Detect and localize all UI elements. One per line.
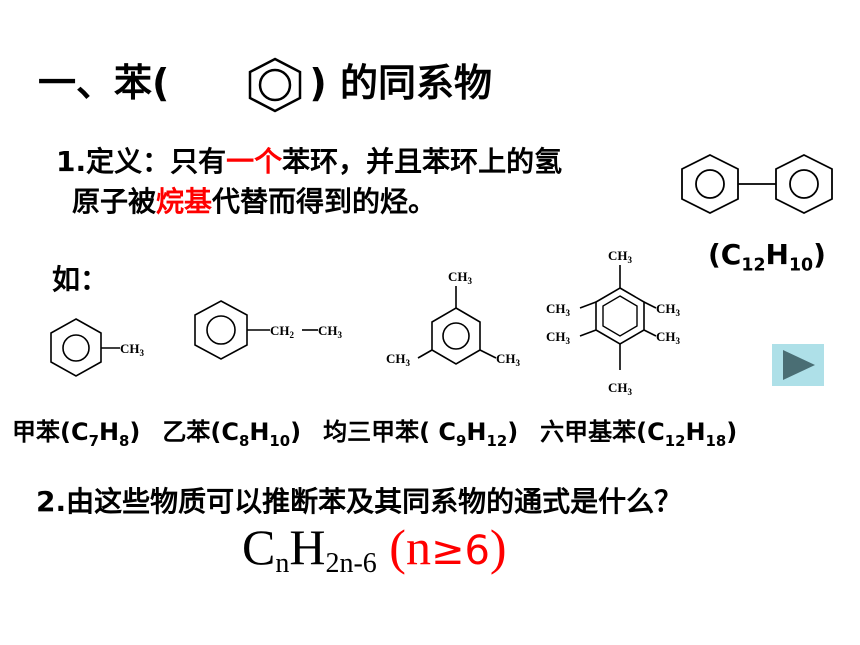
methyl-label: CH3 xyxy=(656,301,681,318)
compound-h: H xyxy=(249,418,270,446)
methyl-label: CH3 xyxy=(120,341,145,358)
compound-names: 甲苯(C7H8)乙苯(C8H10)均三甲苯( C9H12)六甲基苯(C12H18… xyxy=(12,412,737,450)
definition-line-1: 1.定义：只有一个苯环，并且苯环上的氢 xyxy=(56,142,562,182)
compound-mesitylene: 均三甲苯( C9H12) xyxy=(323,418,519,450)
compound-c-sub: 7 xyxy=(88,431,99,450)
compound-h-sub: 10 xyxy=(269,431,291,450)
methyl-label: CH3 xyxy=(386,351,411,368)
compound-h-sub: 8 xyxy=(119,431,130,450)
methyl-label: CH3 xyxy=(318,323,343,340)
highlight-alkyl: 烷基 xyxy=(156,185,213,218)
benzene-ring-icon xyxy=(248,57,302,113)
compound-h-sub: 18 xyxy=(705,431,727,450)
methylene-label: CH2 xyxy=(270,323,295,340)
title-suffix: ) 的同系物 xyxy=(309,61,492,105)
definition-text-d: 代替而得到的烃。 xyxy=(212,185,437,218)
condition-open: (n xyxy=(376,519,431,575)
formula-c-sub: n xyxy=(275,548,290,579)
definition-text: 1.定义：只有一个苯环，并且苯环上的氢 原子被烷基代替而得到的烃。 xyxy=(56,142,562,222)
mesitylene-structure: CH3 CH3 CH3 xyxy=(386,269,521,368)
toluene-structure: CH3 xyxy=(50,318,145,377)
definition-text-a: 定义：只有 xyxy=(86,145,227,178)
compound-ethylbenzene: 乙苯(C8H10) xyxy=(162,418,302,450)
ethylbenzene-structure: CH2 CH3 xyxy=(194,300,343,360)
next-slide-button[interactable] xyxy=(772,344,824,386)
compound-h-sub: 12 xyxy=(486,431,508,450)
compound-hexamethylbenzene: 六甲基苯(C12H18) xyxy=(540,418,738,450)
formula-condition: (n≥6) xyxy=(376,519,507,575)
question-text: 2.由这些物质可以推断苯及其同系物的通式是什么？ xyxy=(36,485,683,518)
methyl-label: CH3 xyxy=(608,380,633,397)
play-icon xyxy=(783,350,815,380)
compound-h: H xyxy=(98,418,120,446)
compound-name: 六甲基苯(C xyxy=(540,418,665,446)
title-prefix: 一、苯( xyxy=(38,61,170,105)
page-title: 一、苯( ) 的同系物 xyxy=(38,52,492,107)
compound-toluene: 甲苯(C7H8) xyxy=(12,418,141,450)
biphenyl-formula-open: (C xyxy=(708,238,742,271)
methyl-label: CH3 xyxy=(546,301,571,318)
condition-value: ≥6 xyxy=(430,528,490,574)
compound-h: H xyxy=(685,418,706,446)
compound-name: 均三甲苯( C xyxy=(323,418,457,446)
formula-h-sub: 2n-6 xyxy=(325,548,377,579)
biphenyl-formula-h: H xyxy=(765,238,789,271)
biphenyl-formula: (C12H10) xyxy=(708,238,826,276)
condition-close: ) xyxy=(489,519,507,575)
biphenyl-formula-c-sub: 12 xyxy=(741,255,766,276)
highlight-one: 一个 xyxy=(226,145,283,178)
general-formula: CnH2n-6 (n≥6) xyxy=(242,518,507,580)
methyl-label: CH3 xyxy=(448,269,473,286)
compound-c-sub: 8 xyxy=(238,431,250,450)
compound-name: 乙苯(C xyxy=(162,418,239,446)
compound-c-sub: 12 xyxy=(664,431,686,450)
compound-close: ) xyxy=(129,418,141,446)
formula-c: C xyxy=(242,519,276,575)
compound-close: ) xyxy=(726,418,738,446)
methyl-label: CH3 xyxy=(608,248,633,265)
definition-line-2: 原子被烷基代替而得到的烃。 xyxy=(56,182,562,222)
compound-name: 甲苯(C xyxy=(12,418,89,446)
compound-close: ) xyxy=(290,418,302,446)
definition-text-b: 苯环，并且苯环上的氢 xyxy=(282,145,563,178)
compound-h: H xyxy=(466,418,487,446)
methyl-label: CH3 xyxy=(656,329,681,346)
compound-c-sub: 9 xyxy=(456,431,467,450)
example-label: 如： xyxy=(52,263,109,296)
biphenyl-formula-close: ) xyxy=(813,238,826,271)
definition-text-c: 原子被 xyxy=(72,185,157,218)
biphenyl-structure xyxy=(681,153,833,215)
methyl-label: CH3 xyxy=(496,351,521,368)
biphenyl-formula-h-sub: 10 xyxy=(788,255,814,276)
compound-close: ) xyxy=(507,418,519,446)
methyl-label: CH3 xyxy=(546,329,571,346)
definition-number: 1. xyxy=(56,145,87,178)
hexamethylbenzene-structure: CH3 CH3 CH3 CH3 CH3 CH3 xyxy=(546,248,681,397)
formula-h: H xyxy=(289,519,326,575)
